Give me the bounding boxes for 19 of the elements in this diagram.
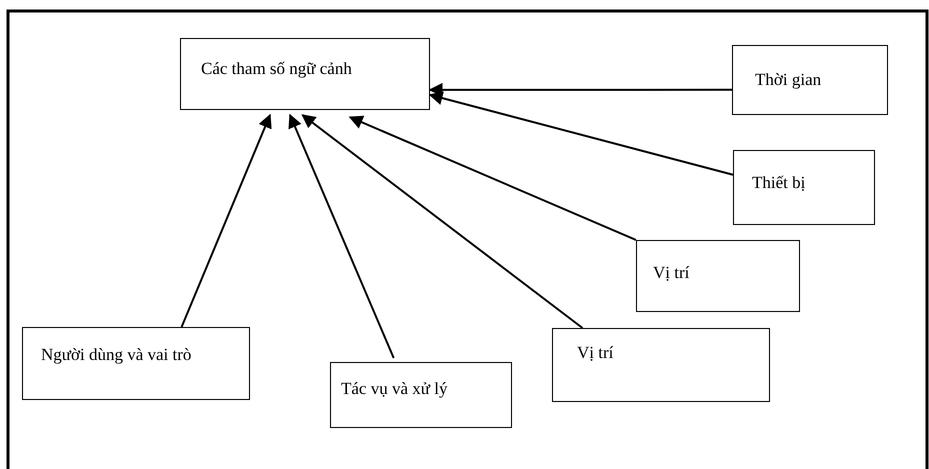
box-label: Vị trí xyxy=(577,343,614,363)
text-box xyxy=(22,327,250,400)
text-box xyxy=(552,328,770,402)
text-box xyxy=(180,38,430,110)
box-label: Tác vụ và xử lý xyxy=(341,379,448,399)
box-label: Thiết bị xyxy=(752,173,806,193)
text-box xyxy=(330,362,512,428)
box-label: Vị trí xyxy=(653,263,690,283)
text-box xyxy=(733,150,875,225)
box-label: Người dùng và vai trò xyxy=(41,345,192,365)
box-label: Các tham số ngữ cảnh xyxy=(201,59,352,79)
arrow xyxy=(301,114,584,329)
arrow xyxy=(348,116,636,241)
text-box xyxy=(732,45,888,115)
arrow xyxy=(180,114,272,328)
arrow xyxy=(428,91,734,176)
arrow xyxy=(288,114,395,358)
box-label: Thời gian xyxy=(755,70,822,90)
text-box xyxy=(636,240,800,312)
